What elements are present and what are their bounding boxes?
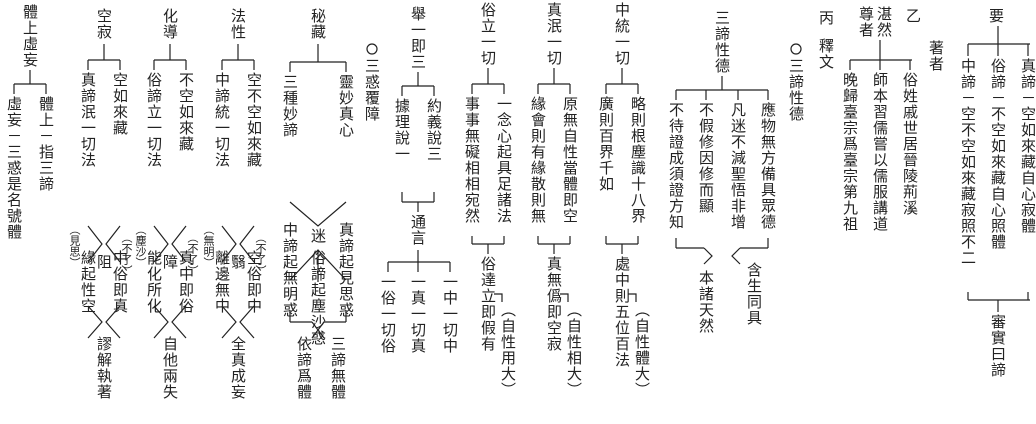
micang-d2: 依諦爲體 xyxy=(295,336,313,400)
zhen-title: 真泯一切 xyxy=(545,2,563,66)
zhen-b2: 緣會則有緣散則無 xyxy=(529,96,547,224)
faxing-c2: 空俗即中 xyxy=(245,250,263,314)
su-note: （自性用大） xyxy=(499,302,517,398)
huadao-b1: 不空如來藏 xyxy=(177,72,195,152)
yao-conventional: 俗諦－不空如來藏自心照體 xyxy=(989,58,1007,250)
tishang-title: 體上虛妄 xyxy=(21,4,39,68)
huadao-c2: 真中即俗 xyxy=(177,250,195,314)
zhong-note: （自性體大） xyxy=(633,302,651,398)
sanhuo-label: 三惑覆障 xyxy=(363,58,381,122)
label-yi: 乙 xyxy=(904,8,922,24)
author-line-3: 晚歸臺宗爲臺宗第九祖 xyxy=(841,72,859,232)
juyi-b2: 據理說一 xyxy=(393,98,411,162)
juyi-b1: 約義說三 xyxy=(425,98,443,162)
su-b2: 事事無礙相相宛然 xyxy=(463,96,481,224)
zhong-b2: 廣則百界千如 xyxy=(597,96,615,192)
kongji-n2: （見思） xyxy=(68,224,81,268)
huadao-n2: （塵沙） xyxy=(134,224,147,268)
huadao-c1: 障 xyxy=(161,254,179,270)
kongji-c3: 緣起性空 xyxy=(79,250,97,314)
zhong-title: 中統一切 xyxy=(613,2,631,66)
kongji-b2: 真諦泯一切法 xyxy=(79,72,97,168)
label-author: 著者 xyxy=(927,40,945,72)
label-yao: 要 xyxy=(987,8,1005,24)
huadao-title: 化導 xyxy=(161,8,179,40)
label-shiwen: 釋文 xyxy=(817,38,835,70)
kongji-c1: 阻 xyxy=(95,254,113,270)
huadao-c3: 能化所化 xyxy=(145,250,163,314)
zhen-b1: 原無自性當體即空 xyxy=(561,96,579,224)
sandi-side-label: 三諦性德 xyxy=(787,58,805,122)
micang-c2: 俗諦起塵沙惑 xyxy=(309,250,327,346)
kongji-n1: （不了） xyxy=(120,232,133,276)
faxing-c3: 離邊無中 xyxy=(213,250,231,314)
sandi-b3: 不假修因修而顯 xyxy=(697,102,715,214)
circle-marker-icon xyxy=(366,43,378,55)
zhong-b1: 略則根塵識十八界 xyxy=(629,96,647,224)
su-b1: 一念心起具足諸法 xyxy=(495,96,513,224)
sandi-b4: 不待證成須證方知 xyxy=(667,102,685,230)
faxing-b2: 中諦統一切法 xyxy=(213,72,231,168)
su-c1: 俗達立即假有 xyxy=(479,256,497,352)
huadao-b2: 俗諦立一切法 xyxy=(145,72,163,168)
sandi-b1: 應物無方備具眾德 xyxy=(759,102,777,230)
sandi-title: 三諦性德 xyxy=(713,10,731,74)
sandi-b2: 凡迷不減聖悟非增 xyxy=(729,102,747,230)
faxing-title: 法性 xyxy=(229,8,247,40)
micang-b2: 三種妙諦 xyxy=(281,74,299,138)
faxing-n1: （不了） xyxy=(254,232,267,276)
faxing-c1: 翳 xyxy=(229,254,247,270)
faxing-n2: （無明） xyxy=(202,224,215,268)
faxing-b1: 空不空如來藏 xyxy=(245,72,263,168)
author-title: 尊者 xyxy=(857,6,875,38)
author-line-1: 俗姓戚世居晉陵荊溪 xyxy=(901,72,919,216)
micang-mi: 迷 xyxy=(309,228,327,244)
author-name: 湛然 xyxy=(875,6,893,38)
yao-true: 真諦－空如來藏自心寂體 xyxy=(1019,58,1036,234)
micang-title: 秘藏 xyxy=(309,8,327,40)
juyi-c1: 通言 xyxy=(409,214,427,246)
tishang-b1: 體上－指三諦 xyxy=(37,96,55,192)
label-bing: 丙 xyxy=(817,10,835,26)
sandi-c1: 含生同具 xyxy=(745,262,763,326)
micang-c1: 真諦起見思惑 xyxy=(337,222,355,318)
micang-b1: 靈妙真心 xyxy=(337,74,355,138)
juyi-d1: 一中一切中 xyxy=(441,274,459,354)
juyi-title: 舉一即三 xyxy=(409,6,427,70)
circle-marker-icon xyxy=(790,43,802,55)
author-line-2: 師本習儒嘗以儒服講道 xyxy=(871,72,889,232)
zhong-c1: 處中則五位百法 xyxy=(613,256,631,368)
kongji-title: 空寂 xyxy=(95,8,113,40)
huadao-d1: 自他兩失 xyxy=(161,336,179,400)
kongji-b1: 空如來藏 xyxy=(111,72,129,136)
faxing-d1: 全真成妄 xyxy=(229,336,247,400)
yao-def: 審實曰諦 xyxy=(989,314,1007,378)
tishang-b2: 虛妄－三惑是名號體 xyxy=(5,96,23,240)
zhen-c1: 真無僞即空寂 xyxy=(545,256,563,352)
su-title: 俗立一切 xyxy=(479,2,497,66)
kongji-d1: 謬解執著 xyxy=(95,336,113,400)
micang-c3: 中諦起無明惑 xyxy=(281,222,299,318)
micang-d1: 三諦無體 xyxy=(329,336,347,400)
zhen-note: （自性相大） xyxy=(565,302,583,398)
yao-middle: 中諦－空不空如來藏寂照不二 xyxy=(959,58,977,266)
juyi-d3: 一俗一切俗 xyxy=(379,274,397,354)
juyi-d2: 一真一切真 xyxy=(409,274,427,354)
huadao-n1: （不了） xyxy=(186,232,199,276)
sandi-c2: 本諸天然 xyxy=(697,270,715,334)
kongji-c2: 中俗即真 xyxy=(111,250,129,314)
